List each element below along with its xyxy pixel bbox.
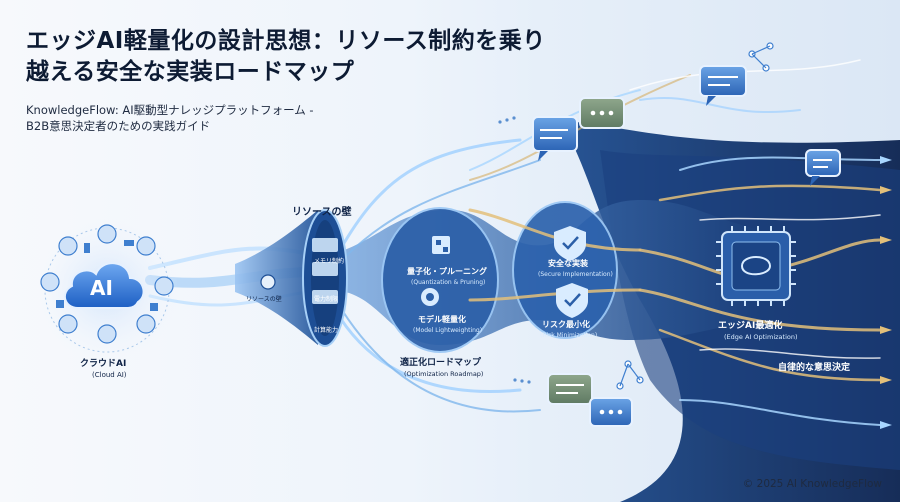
dot-trails — [498, 116, 531, 384]
resource-item-memory: メモリ制約 — [314, 258, 345, 265]
stage-lightweight-sublabel: (Model Lightweighting) — [413, 327, 483, 334]
chat-bubble-bottom-blue — [589, 397, 633, 427]
resource-item-compute: 計算能力 — [314, 327, 339, 334]
subtitle-line-1: KnowledgeFlow: AI駆動型ナレッジプラットフォーム - — [26, 103, 314, 117]
subtitle-line-2: B2B意思決定者のための実践ガイド — [26, 119, 211, 133]
chat-bubble-top-blue — [532, 116, 578, 161]
autonomous-decision-label: 自律的な意思決定 — [778, 363, 851, 373]
stage-secure-label: 安全な実装 — [548, 259, 588, 268]
resource-wall-inner-label: リソースの壁 — [246, 296, 282, 303]
resource-wall-funnel — [235, 209, 348, 347]
chat-bubble-right — [805, 149, 841, 186]
stage-risk-sublabel: (Risk Minimization) — [540, 332, 598, 339]
network-node-icons — [616, 42, 774, 390]
cloud-label: クラウドAI — [80, 359, 127, 369]
edge-ai-sublabel: (Edge AI Optimization) — [724, 333, 798, 341]
resource-wall-title: リソースの壁 — [292, 207, 352, 218]
quantization-icon — [432, 236, 450, 254]
shield-check-icon — [554, 226, 586, 261]
shield-minimize-icon — [556, 283, 588, 318]
chat-bubble-top-right — [699, 65, 747, 106]
resource-item-power: 電力制限 — [314, 296, 339, 303]
page-subtitle: KnowledgeFlow: AI駆動型ナレッジプラットフォーム - B2B意思… — [26, 102, 386, 134]
cloud-ai-icon — [63, 262, 145, 309]
chat-bubble-top-green — [579, 97, 625, 129]
stage-quantization-sublabel: (Quantization & Pruning) — [411, 279, 486, 286]
stage-bubble-lightweight — [381, 207, 499, 353]
stage-risk-label: リスク最小化 — [542, 320, 590, 329]
footer-copyright: © 2025 AI KnowledgeFlow — [742, 478, 882, 490]
cloud-center-label: AI — [90, 276, 113, 300]
edge-ai-chip — [716, 226, 796, 306]
gear-brain-icon — [421, 288, 439, 306]
stage-bubble-security — [512, 201, 618, 339]
stage-secure-sublabel: (Secure Implementation) — [538, 271, 613, 278]
page-title: エッジAI軽量化の設計思想：リソース制約を乗り越える安全な実装ロードマップ — [26, 28, 546, 85]
stage-lightweight-label: モデル軽量化 — [418, 315, 466, 324]
chat-bubble-bottom-green — [547, 373, 593, 405]
cloud-satellite-icons — [40, 224, 174, 344]
edge-ai-label: エッジAI最適化 — [718, 321, 783, 331]
roadmap-sublabel: (Optimization Roadmap) — [404, 370, 484, 378]
roadmap-label: 適正化ロードマップ — [400, 358, 482, 368]
stage-quantization-label: 量子化・プルーニング — [407, 267, 487, 276]
cloud-sublabel: (Cloud AI) — [92, 371, 127, 379]
